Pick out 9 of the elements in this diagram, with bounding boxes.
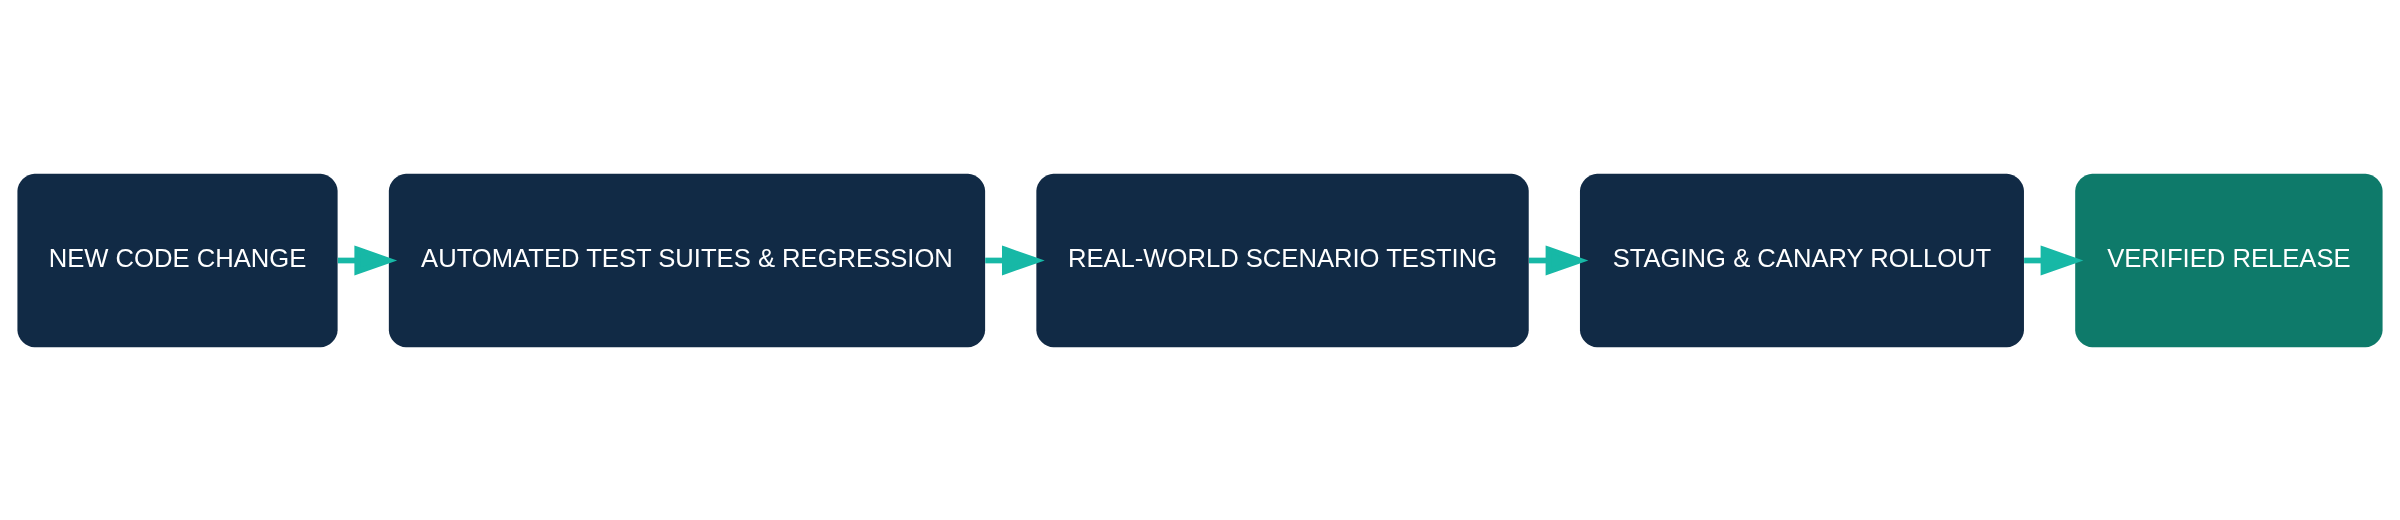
node-box: STAGING & CANARY ROLLOUT <box>1579 173 2024 347</box>
node-box: REAL-WORLD SCENARIO TESTING <box>1036 173 1529 347</box>
arrow <box>337 245 398 275</box>
node-box: NEW CODE CHANGE <box>17 173 338 347</box>
arrow <box>1529 245 1589 275</box>
arrow <box>985 245 1045 275</box>
node-box: VERIFIED RELEASE <box>2075 173 2383 347</box>
node-box: AUTOMATED TEST SUITES & REGRESSION <box>388 173 986 347</box>
arrow <box>2024 245 2084 275</box>
